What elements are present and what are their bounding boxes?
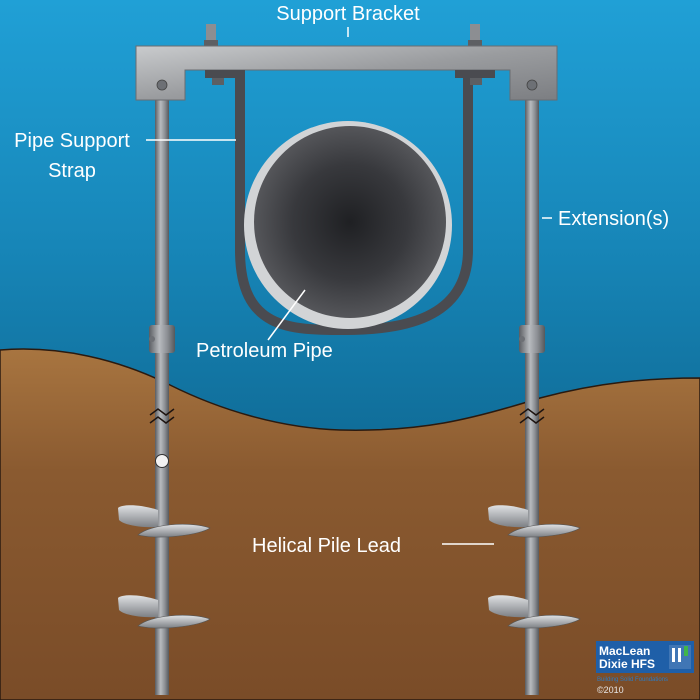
label-helical-pile-lead: Helical Pile Lead [252,535,401,557]
support-bracket [135,24,558,101]
right-helix-upper-back [488,505,528,528]
label-pipe-support-strap-line2: Strap [48,160,96,182]
right-coupler [519,325,545,353]
logo-copyright: ©2010 [597,685,624,695]
right-nut-top [468,40,482,49]
logo-icon-bar [678,648,681,662]
left-nut-top [204,40,218,49]
logo-icon-green [684,646,688,656]
logo-tagline: Building Solid Foundations [597,677,668,683]
left-coupler-bolt [149,336,155,342]
left-helix-lower-front [137,614,211,629]
maclean-dixie-logo: MacLean Dixie HFS Building Solid Foundat… [596,641,694,695]
logo-line1: MacLean [599,644,650,658]
logo-line2: Dixie HFS [599,657,655,671]
label-support-bracket: Support Bracket [276,3,420,25]
left-coupler [149,325,175,353]
petroleum-pipe [244,121,452,329]
left-helix-upper-back [118,505,158,528]
right-helix-lower-front [507,614,581,629]
right-pile [488,95,581,695]
logo-box [596,641,694,673]
left-helix-lower-back [118,595,158,618]
right-coupler-bolt [519,336,525,342]
right-helix-lower-back [488,595,528,618]
label-extensions: Extension(s) [558,208,669,230]
left-bolt-marker [155,454,169,468]
pipe-interior [254,126,446,318]
left-helix-upper-front [137,523,211,538]
logo-icon-bar [672,648,675,662]
right-helix-upper-front [507,523,581,538]
left-threaded-rod-top [206,24,216,49]
label-pipe-support-strap-line1: Pipe Support [14,130,130,152]
right-nut-bottom [470,78,482,85]
left-strap-plate [205,70,245,78]
left-nut-bottom [212,78,224,85]
right-break-mark-icon [519,408,545,424]
right-strap-plate [455,70,495,78]
label-petroleum-pipe: Petroleum Pipe [196,340,333,362]
leader-petroleum-pipe [267,289,306,341]
right-threaded-rod-top [470,24,480,49]
left-bracket-bolt [156,79,168,91]
pipe-support-strap [235,70,473,336]
left-extension-rod [155,95,169,695]
left-pile [118,95,211,695]
left-break-mark-icon [149,408,175,424]
right-bracket-bolt [526,79,538,91]
bracket-beam [135,45,558,101]
right-extension-rod [525,95,539,695]
